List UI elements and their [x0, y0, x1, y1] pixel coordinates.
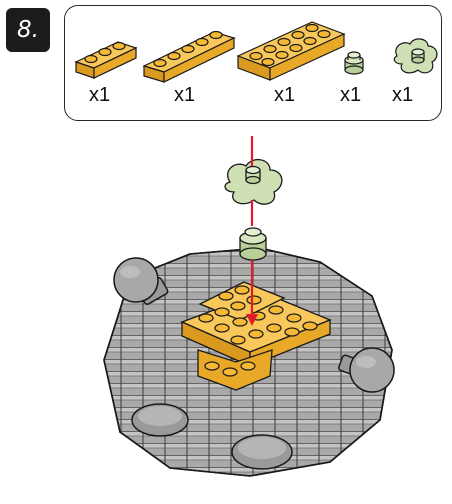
part-quantity-yellow-plate-2x5: x1	[274, 84, 296, 106]
part-light-green-flower-plate	[393, 38, 438, 74]
part-quantity-yellow-plate-1x5: x1	[174, 84, 196, 106]
part-yellow-plate-1x5	[142, 30, 236, 83]
left-ear	[113, 257, 169, 305]
step-number-badge: 8.	[6, 8, 50, 52]
light-green-flower-placement	[224, 159, 283, 205]
light-green-round-plate-placement	[239, 227, 267, 261]
part-quantity-yellow-plate-1x3: x1	[89, 84, 111, 106]
part-quantity-light-green-round-plate: x1	[340, 84, 362, 106]
part-quantity-light-green-flower-plate: x1	[392, 84, 414, 106]
step-number: 8.	[17, 17, 39, 43]
part-yellow-plate-1x3	[74, 41, 138, 79]
part-yellow-plate-2x5	[236, 21, 346, 81]
part-light-green-round-plate	[344, 51, 364, 75]
feet	[131, 403, 293, 470]
assembly-arrows	[246, 136, 258, 326]
right-ear	[338, 347, 395, 393]
